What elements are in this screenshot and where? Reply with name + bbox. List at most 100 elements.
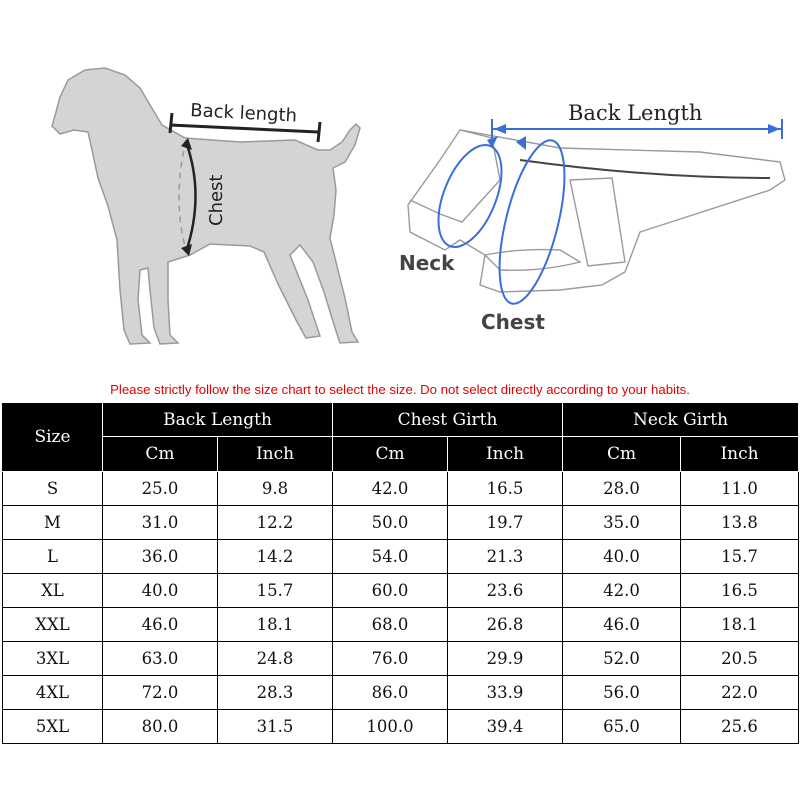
size-cell: L bbox=[2, 539, 103, 574]
value-cell: 80.0 bbox=[102, 709, 218, 744]
size-cell: XL bbox=[2, 573, 103, 608]
value-cell: 11.0 bbox=[680, 471, 800, 506]
group-header-chest-girth: Chest Girth bbox=[332, 402, 564, 437]
value-cell: 18.1 bbox=[680, 607, 800, 642]
value-cell: 9.8 bbox=[216, 471, 334, 506]
garment-neck-arrowhead bbox=[487, 136, 498, 148]
value-cell: 18.1 bbox=[216, 607, 334, 642]
garment-collar-outline bbox=[409, 129, 501, 223]
dog-chest-arrow bbox=[184, 141, 197, 253]
value-cell: 65.0 bbox=[562, 709, 682, 744]
table-row: XL 40.0 15.7 60.0 23.6 42.0 16.5 bbox=[2, 573, 800, 608]
value-cell: 13.8 bbox=[680, 505, 800, 540]
size-cell: M bbox=[2, 505, 103, 540]
size-cell: 4XL bbox=[2, 675, 103, 710]
value-cell: 23.6 bbox=[447, 573, 564, 608]
value-cell: 25.0 bbox=[102, 471, 218, 506]
value-cell: 31.5 bbox=[216, 709, 334, 744]
group-header-back-length: Back Length bbox=[101, 402, 334, 437]
measurement-illustrations: Back length Chest Back Length bbox=[0, 0, 800, 375]
garment-back-seam bbox=[519, 159, 771, 179]
value-cell: 14.2 bbox=[216, 539, 334, 574]
size-cell: S bbox=[2, 471, 103, 506]
value-cell: 46.0 bbox=[562, 607, 682, 642]
value-cell: 36.0 bbox=[102, 539, 218, 574]
dog-back-length-label: Back length bbox=[190, 100, 298, 127]
dog-chest-arrowhead-bottom bbox=[181, 244, 192, 256]
dog-silhouette-icon bbox=[51, 67, 361, 345]
value-cell: 19.7 bbox=[447, 505, 564, 540]
group-header-neck-girth: Neck Girth bbox=[562, 402, 800, 437]
size-table: Size Back Length Chest Girth Neck Girth … bbox=[2, 402, 800, 744]
value-cell: 100.0 bbox=[332, 709, 449, 744]
table-row: 5XL 80.0 31.5 100.0 39.4 65.0 25.6 bbox=[2, 709, 800, 744]
garment-neck-ellipse bbox=[437, 143, 503, 249]
value-cell: 16.5 bbox=[680, 573, 800, 608]
dog-back-length-arrow bbox=[168, 112, 322, 143]
value-cell: 20.5 bbox=[680, 641, 800, 676]
value-cell: 21.3 bbox=[447, 539, 564, 574]
unit-header: Cm bbox=[562, 436, 682, 472]
garment-neck-label: Neck bbox=[399, 251, 455, 275]
unit-header: Inch bbox=[447, 436, 564, 472]
unit-header: Cm bbox=[102, 436, 218, 472]
garment-belly-outline bbox=[483, 248, 582, 271]
value-cell: 68.0 bbox=[332, 607, 449, 642]
value-cell: 46.0 bbox=[102, 607, 218, 642]
table-row: M 31.0 12.2 50.0 19.7 35.0 13.8 bbox=[2, 505, 800, 540]
size-table-body: S 25.0 9.8 42.0 16.5 28.0 11.0 M 31.0 12… bbox=[2, 471, 800, 744]
value-cell: 12.2 bbox=[216, 505, 334, 540]
value-cell: 60.0 bbox=[332, 573, 449, 608]
garment-body-outline bbox=[407, 129, 786, 293]
value-cell: 15.7 bbox=[216, 573, 334, 608]
illustrations-svg: Back length Chest Back Length bbox=[51, 67, 786, 345]
unit-header: Cm bbox=[332, 436, 449, 472]
table-row: L 36.0 14.2 54.0 21.3 40.0 15.7 bbox=[2, 539, 800, 574]
size-notice: Please strictly follow the size chart to… bbox=[110, 382, 690, 397]
garment-chest-label: Chest bbox=[481, 310, 545, 334]
size-cell: 5XL bbox=[2, 709, 103, 744]
value-cell: 25.6 bbox=[680, 709, 800, 744]
dog-chest-dashed-line bbox=[178, 139, 187, 251]
value-cell: 56.0 bbox=[562, 675, 682, 710]
table-row: S 25.0 9.8 42.0 16.5 28.0 11.0 bbox=[2, 471, 800, 506]
value-cell: 39.4 bbox=[447, 709, 564, 744]
value-cell: 63.0 bbox=[102, 641, 218, 676]
value-cell: 72.0 bbox=[102, 675, 218, 710]
unit-header: Inch bbox=[216, 436, 334, 472]
value-cell: 52.0 bbox=[562, 641, 682, 676]
size-cell: 3XL bbox=[2, 641, 103, 676]
size-cell: XXL bbox=[2, 607, 103, 642]
value-cell: 22.0 bbox=[680, 675, 800, 710]
value-cell: 15.7 bbox=[680, 539, 800, 574]
dog-chest-label: Chest bbox=[206, 175, 227, 227]
garment-strap-outline bbox=[569, 177, 626, 267]
value-cell: 50.0 bbox=[332, 505, 449, 540]
value-cell: 86.0 bbox=[332, 675, 449, 710]
garment-illustration bbox=[407, 129, 786, 293]
garment-back-length-arrow bbox=[491, 119, 783, 139]
value-cell: 33.9 bbox=[447, 675, 564, 710]
value-cell: 29.9 bbox=[447, 641, 564, 676]
value-cell: 28.3 bbox=[216, 675, 334, 710]
value-cell: 42.0 bbox=[562, 573, 682, 608]
value-cell: 54.0 bbox=[332, 539, 449, 574]
dog-illustration: Back length Chest bbox=[51, 67, 361, 345]
value-cell: 40.0 bbox=[102, 573, 218, 608]
value-cell: 28.0 bbox=[562, 471, 682, 506]
table-row: XXL 46.0 18.1 68.0 26.8 46.0 18.1 bbox=[2, 607, 800, 642]
value-cell: 35.0 bbox=[562, 505, 682, 540]
value-cell: 40.0 bbox=[562, 539, 682, 574]
table-row: 3XL 63.0 24.8 76.0 29.9 52.0 20.5 bbox=[2, 641, 800, 676]
garment-chest-arrowhead bbox=[516, 136, 526, 150]
size-table-header: Size Back Length Chest Girth Neck Girth … bbox=[2, 402, 800, 472]
table-row: 4XL 72.0 28.3 86.0 33.9 56.0 22.0 bbox=[2, 675, 800, 710]
value-cell: 26.8 bbox=[447, 607, 564, 642]
value-cell: 24.8 bbox=[216, 641, 334, 676]
garment-chest-ellipse bbox=[498, 139, 566, 305]
value-cell: 42.0 bbox=[332, 471, 449, 506]
size-column-header: Size bbox=[2, 402, 103, 472]
value-cell: 31.0 bbox=[102, 505, 218, 540]
dog-chest-arrowhead-top bbox=[181, 138, 192, 150]
unit-header: Inch bbox=[680, 436, 800, 472]
